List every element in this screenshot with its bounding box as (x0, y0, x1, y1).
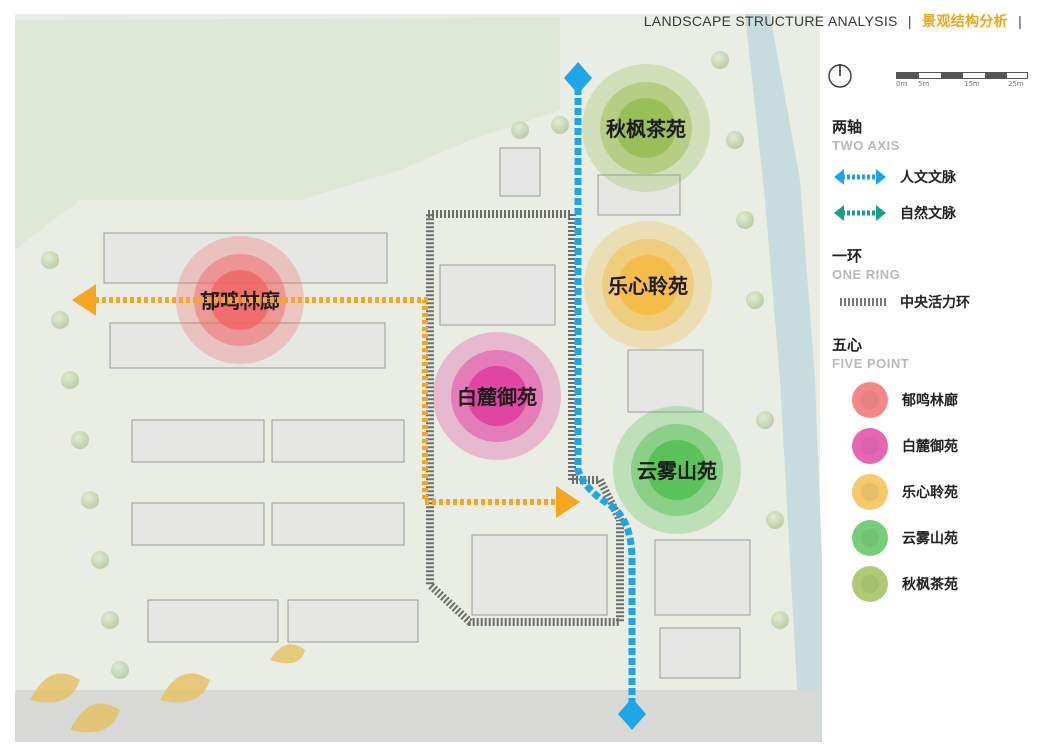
legend-label: 自然文脉 (900, 206, 956, 222)
lawn-area (15, 18, 560, 250)
legend-two-axis: 两轴 TWO AXIS 人文文脉 自然文脉 (832, 116, 1032, 231)
blue-arrow-top (564, 62, 592, 94)
scale-label-3: 25m (1008, 80, 1024, 88)
zone-circle (647, 440, 707, 500)
legend-five-point-title: 五心 (832, 336, 863, 354)
legend-label: 白麓御苑 (902, 439, 958, 455)
page-header: LANDSCAPE STRUCTURE ANALYSIS | 景观结构分析 | (643, 13, 1022, 29)
zone-4: 云雾山苑 (613, 406, 741, 534)
compass-icon (828, 64, 852, 88)
legend-item-central-ring: 中央活力环 (832, 284, 1032, 320)
legend-item-zone-5: 秋枫茶苑 (832, 561, 1032, 607)
zone-dot-icon (852, 566, 888, 602)
zone-dot-icon (852, 474, 888, 510)
legend-label: 秋枫茶苑 (902, 577, 958, 593)
zone-dot-icon (852, 428, 888, 464)
river (745, 14, 822, 742)
zone-dot-icon (852, 520, 888, 556)
legend-label: 乐心聆苑 (902, 485, 958, 501)
orange-arrow-left (72, 284, 96, 316)
zone-circle (618, 255, 678, 315)
tree-belt (41, 51, 789, 679)
zone-circle (616, 98, 676, 158)
orange-arrow-right (556, 486, 580, 518)
legend-one-ring: 一环 ONE RING 中央活力环 (832, 245, 1032, 320)
zone-label: 秋枫茶苑 (606, 117, 686, 141)
legend-label: 郁鸣林廊 (902, 393, 958, 409)
zone-2: 白麓御苑 (433, 332, 561, 460)
central-ring (426, 210, 624, 626)
legend-label: 云雾山苑 (902, 531, 958, 547)
zone-circle (210, 270, 270, 330)
legend: 两轴 TWO AXIS 人文文脉 自然文脉 一环 ONE RING (832, 56, 1032, 607)
legend-one-ring-title: 一环 (832, 247, 863, 265)
road (15, 690, 820, 742)
legend-label: 中央活力环 (900, 295, 970, 311)
legend-item-zone-3: 乐心聆苑 (832, 469, 1032, 515)
legend-five-point: 五心 FIVE POINT 郁鸣林廊白麓御苑乐心聆苑云雾山苑秋枫茶苑 (832, 334, 1032, 607)
blue-arrow-bottom (618, 698, 646, 730)
residential-buildings (103, 147, 751, 679)
legend-item-zone-1: 郁鸣林廊 (832, 377, 1032, 423)
header-title-en: LANDSCAPE STRUCTURE ANALYSIS (643, 13, 898, 29)
zone-circle (467, 366, 527, 426)
ginkgo-leaves (30, 644, 305, 733)
legend-item-zone-4: 云雾山苑 (832, 515, 1032, 561)
legend-item-zone-2: 白麓御苑 (832, 423, 1032, 469)
double-arrow-icon (834, 169, 886, 185)
zone-dot-icon (852, 382, 888, 418)
double-arrow-icon (834, 205, 886, 221)
legend-item-humanistic-axis: 人文文脉 (832, 159, 1032, 195)
zone-5: 秋枫茶苑 (582, 64, 710, 192)
scale-label-1: 5m (918, 80, 930, 88)
zone-3: 乐心聆苑 (584, 221, 712, 349)
orange-axis (95, 297, 560, 505)
scale-bar: 0m 5m 15m 25m (896, 72, 1028, 94)
legend-label: 人文文脉 (900, 170, 956, 186)
legend-item-natural-axis: 自然文脉 (832, 195, 1032, 231)
zone-label: 郁鸣林廊 (199, 289, 280, 313)
zone-1: 郁鸣林廊 (176, 236, 304, 364)
zone-label: 白麓御苑 (457, 385, 537, 409)
legend-two-axis-title: 两轴 (832, 118, 863, 136)
header-title-zh: 景观结构分析 (922, 13, 1008, 29)
zone-label: 乐心聆苑 (608, 274, 688, 298)
scale-label-2: 15m (964, 80, 980, 88)
scale-label-0: 0m (896, 80, 908, 88)
five-point-list: 郁鸣林廊白麓御苑乐心聆苑云雾山苑秋枫茶苑 (832, 377, 1032, 607)
hatched-line-icon (840, 298, 886, 306)
zone-label: 云雾山苑 (637, 459, 717, 483)
legend-one-ring-subtitle: ONE RING (832, 267, 901, 282)
legend-two-axis-subtitle: TWO AXIS (832, 138, 900, 153)
blue-axis (574, 88, 636, 705)
legend-five-point-subtitle: FIVE POINT (832, 356, 910, 371)
